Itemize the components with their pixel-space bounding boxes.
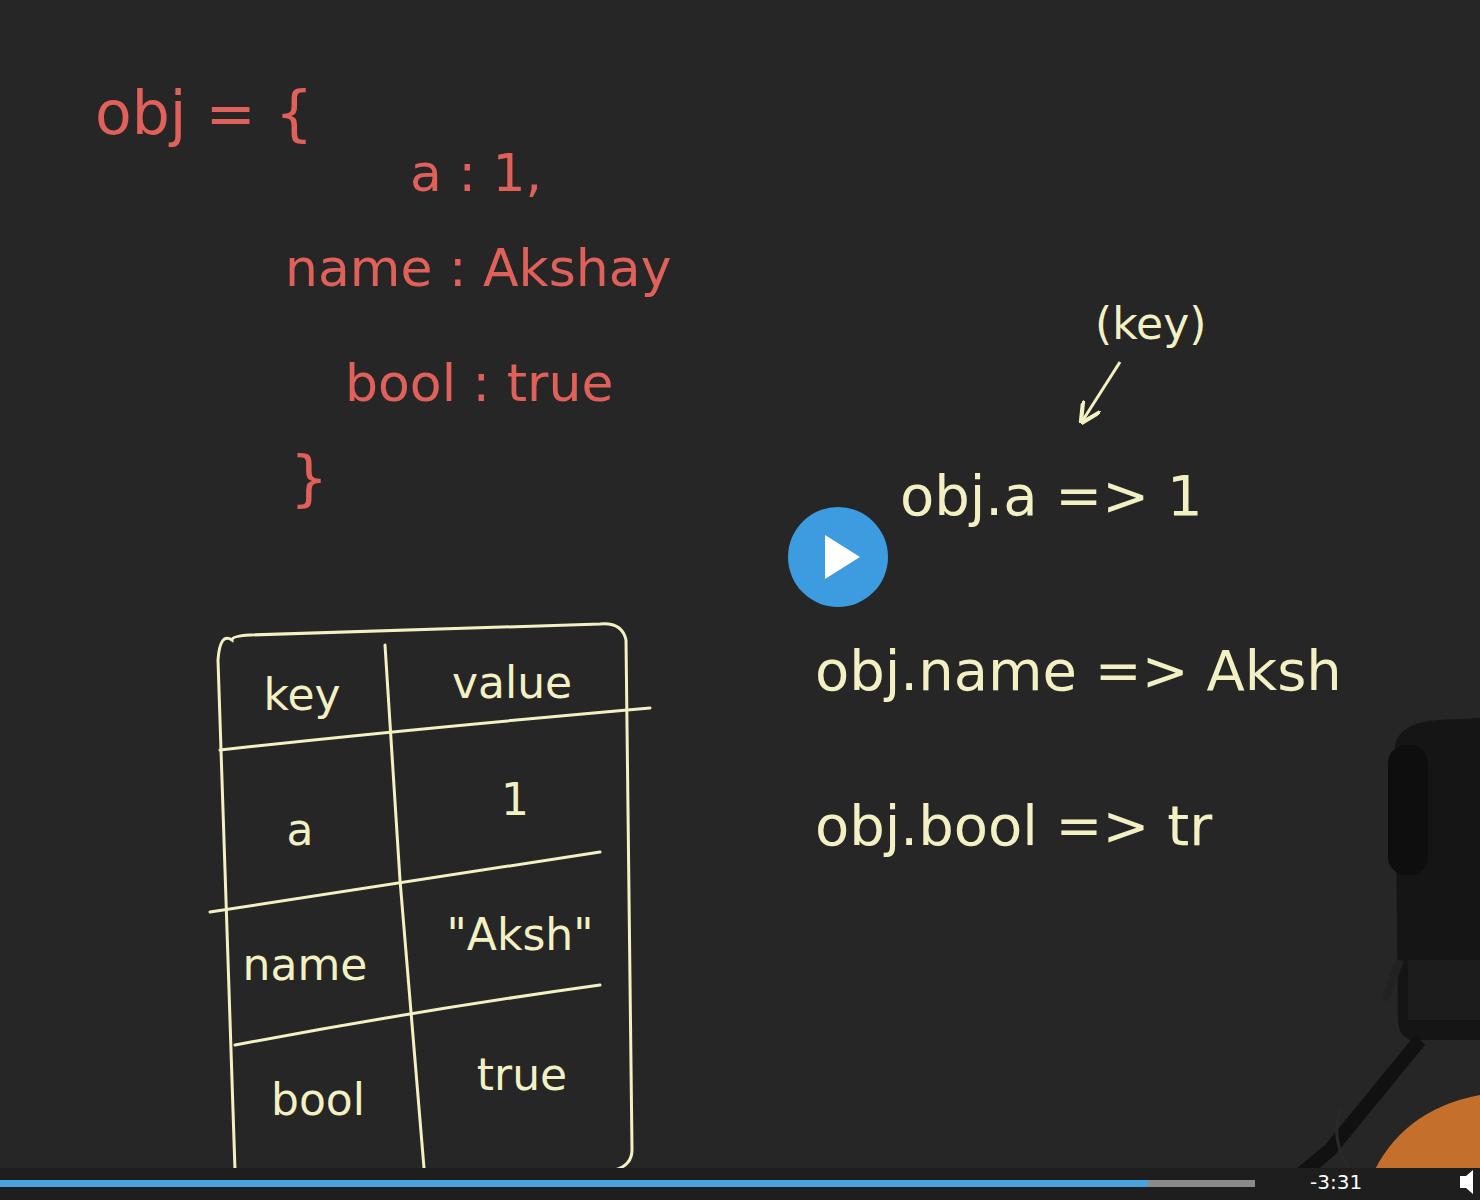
table-cell: 1 bbox=[501, 776, 529, 824]
time-remaining: -3:31 bbox=[1310, 1171, 1362, 1193]
play-button bbox=[788, 507, 888, 607]
player-bar bbox=[0, 1168, 1480, 1200]
table-grid bbox=[210, 624, 650, 1180]
volume-icon bbox=[1460, 1170, 1473, 1194]
table-cell: a bbox=[287, 806, 314, 854]
table-cell: true bbox=[477, 1051, 567, 1099]
code-line: } bbox=[290, 445, 328, 511]
table-cell: "Aksh" bbox=[447, 911, 594, 959]
table-cell: bool bbox=[271, 1076, 365, 1124]
code-line: bool : true bbox=[345, 355, 613, 412]
access-expression: obj.name => Aksh bbox=[815, 640, 1342, 702]
table-cell: name bbox=[243, 941, 368, 989]
code-line: name : Akshay bbox=[285, 240, 671, 297]
play-icon bbox=[825, 535, 860, 579]
access-expression: obj.bool => tr bbox=[815, 795, 1212, 857]
access-expression: obj.a => 1 bbox=[900, 465, 1203, 527]
progress-bar bbox=[0, 1180, 1148, 1187]
table-header: value bbox=[452, 659, 572, 707]
buffer-bar bbox=[0, 1180, 1255, 1187]
code-line: a : 1, bbox=[410, 145, 542, 202]
table-header: key bbox=[263, 671, 340, 719]
code-line: obj = { bbox=[95, 80, 313, 146]
person-shoulder bbox=[1370, 1095, 1480, 1180]
leader-arrow bbox=[1083, 362, 1120, 420]
annotation: (key) bbox=[1095, 300, 1206, 348]
